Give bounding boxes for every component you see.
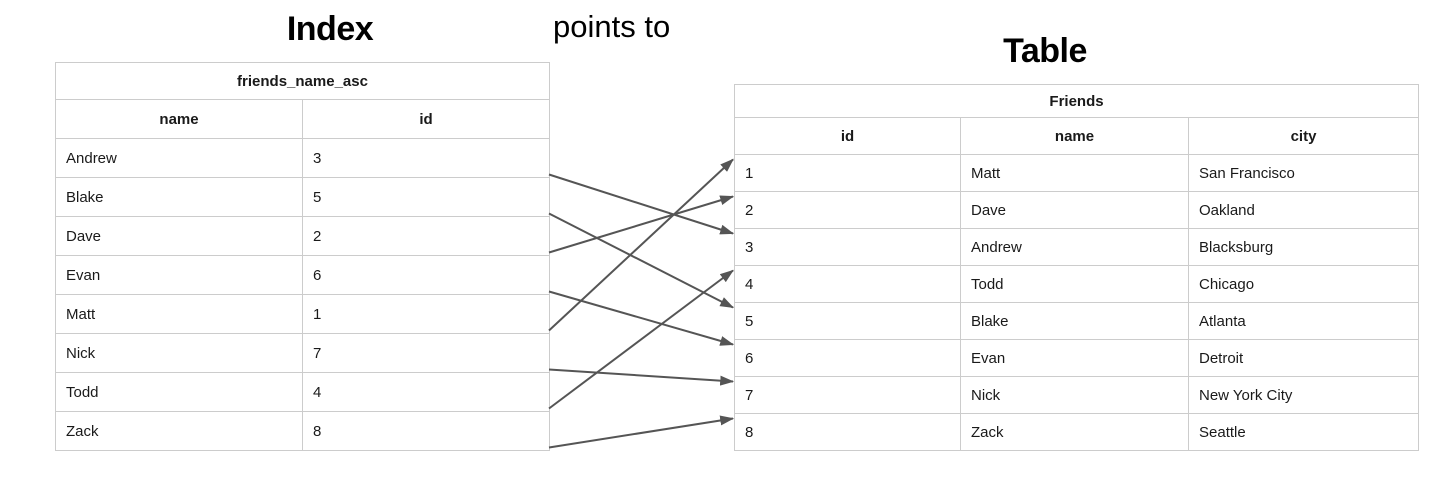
friends-cell-name: Nick [960,376,1189,414]
pointer-arrow [548,195,735,254]
pointer-arrow [548,158,734,332]
pointer-arrow [548,212,735,309]
friends-column-header-id: id [734,117,961,155]
index-cell-name: Zack [55,411,303,451]
index-cell-id: 3 [302,138,550,178]
index-cell-id: 1 [302,294,550,334]
index-cell-id: 2 [302,216,550,256]
index-table-header-row: name id [55,99,550,139]
index-cell-name: Andrew [55,138,303,178]
pointer-arrow [548,415,735,449]
index-cell-id: 5 [302,177,550,217]
index-cell-name: Matt [55,294,303,334]
friends-table-header-row: id name city [734,117,1419,155]
friends-cell-id: 5 [734,302,961,340]
friends-cell-city: Atlanta [1188,302,1419,340]
pointer-arrow [548,290,735,346]
friends-cell-name: Matt [960,154,1189,192]
friends-cell-id: 7 [734,376,961,414]
friends-cell-id: 8 [734,413,961,451]
friends-cell-id: 4 [734,265,961,303]
pointer-arrow [548,173,735,235]
index-cell-id: 6 [302,255,550,295]
friends-cell-city: San Francisco [1188,154,1419,192]
table-title: Table [1003,32,1087,70]
friends-table-title-row: Friends [734,84,1419,118]
friends-cell-city: Oakland [1188,191,1419,229]
index-column-header-id: id [302,99,550,139]
index-title: Index [286,10,374,48]
friends-cell-name: Evan [960,339,1189,377]
index-cell-name: Blake [55,177,303,217]
index-cell-id: 4 [302,372,550,412]
index-cell-name: Nick [55,333,303,373]
index-cell-name: Evan [55,255,303,295]
friends-cell-id: 3 [734,228,961,266]
friends-column-header-name: name [960,117,1189,155]
friends-cell-name: Todd [960,265,1189,303]
friends-cell-city: Detroit [1188,339,1419,377]
arrow-group [548,158,735,449]
index-table-title-row: friends_name_asc [55,62,550,100]
friends-cell-city: New York City [1188,376,1419,414]
friends-cell-name: Andrew [960,228,1189,266]
index-name-cell: friends_name_asc [55,62,550,100]
friends-cell-city: Chicago [1188,265,1419,303]
friends-cell-name: Dave [960,191,1189,229]
friends-cell-id: 2 [734,191,961,229]
index-cell-name: Dave [55,216,303,256]
index-column-header-name: name [55,99,303,139]
friends-cell-id: 1 [734,154,961,192]
index-cell-name: Todd [55,372,303,412]
friends-cell-city: Blacksburg [1188,228,1419,266]
friends-column-header-city: city [1188,117,1419,155]
pointer-arrow [548,368,735,386]
friends-cell-name: Zack [960,413,1189,451]
index-cell-id: 7 [302,333,550,373]
friends-cell-name: Blake [960,302,1189,340]
friends-cell-id: 6 [734,339,961,377]
index-cell-id: 8 [302,411,550,451]
points-to-label: points to [553,9,671,44]
friends-cell-city: Seattle [1188,413,1419,451]
pointer-arrow [548,269,734,410]
friends-name-cell: Friends [734,84,1419,118]
